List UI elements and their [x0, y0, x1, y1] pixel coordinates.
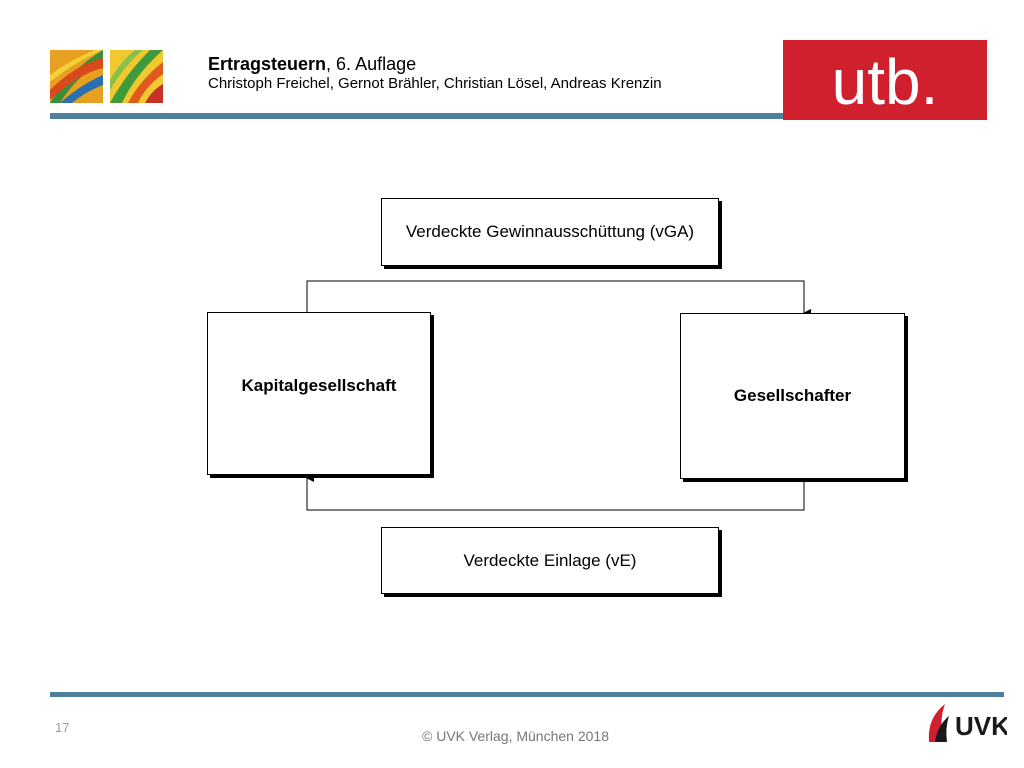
- header-divider: [50, 113, 850, 119]
- vga-label: Verdeckte Gewinnausschüttung (vGA): [405, 222, 695, 241]
- page-number: 17: [55, 720, 70, 735]
- cover-image-right: [110, 50, 163, 103]
- book-title-bold: Ertragsteuern: [208, 54, 327, 74]
- utb-logo: utb.: [783, 40, 987, 120]
- gesellschafter-box: Gesellschafter: [680, 313, 905, 479]
- header-title-block: Ertragsteuern, 6. Auflage Christoph Frei…: [208, 53, 662, 93]
- uvk-logo-text: UVK: [955, 711, 1007, 741]
- vga-flow-arrow: [306, 280, 811, 317]
- footer-divider: [50, 692, 1004, 697]
- copyright-notice: © UVK Verlag, München 2018: [422, 728, 609, 744]
- gesellschafter-label: Gesellschafter: [733, 386, 852, 405]
- kapitalgesellschaft-box: Kapitalgesellschaft: [207, 312, 431, 475]
- vga-box: Verdeckte Gewinnausschüttung (vGA): [381, 198, 719, 266]
- book-title: Ertragsteuern, 6. Auflage: [208, 53, 662, 75]
- ve-box: Verdeckte Einlage (vE): [381, 527, 719, 594]
- book-edition: , 6. Auflage: [326, 54, 417, 74]
- kapitalgesellschaft-label: Kapitalgesellschaft: [241, 375, 397, 395]
- cover-image-left: [50, 50, 103, 103]
- utb-logo-text: utb.: [832, 46, 939, 118]
- ve-flow-arrow: [306, 474, 805, 511]
- ve-label: Verdeckte Einlage (vE): [463, 550, 637, 570]
- uvk-logo: UVK: [925, 700, 1010, 744]
- book-authors: Christoph Freichel, Gernot Brähler, Chri…: [208, 75, 662, 92]
